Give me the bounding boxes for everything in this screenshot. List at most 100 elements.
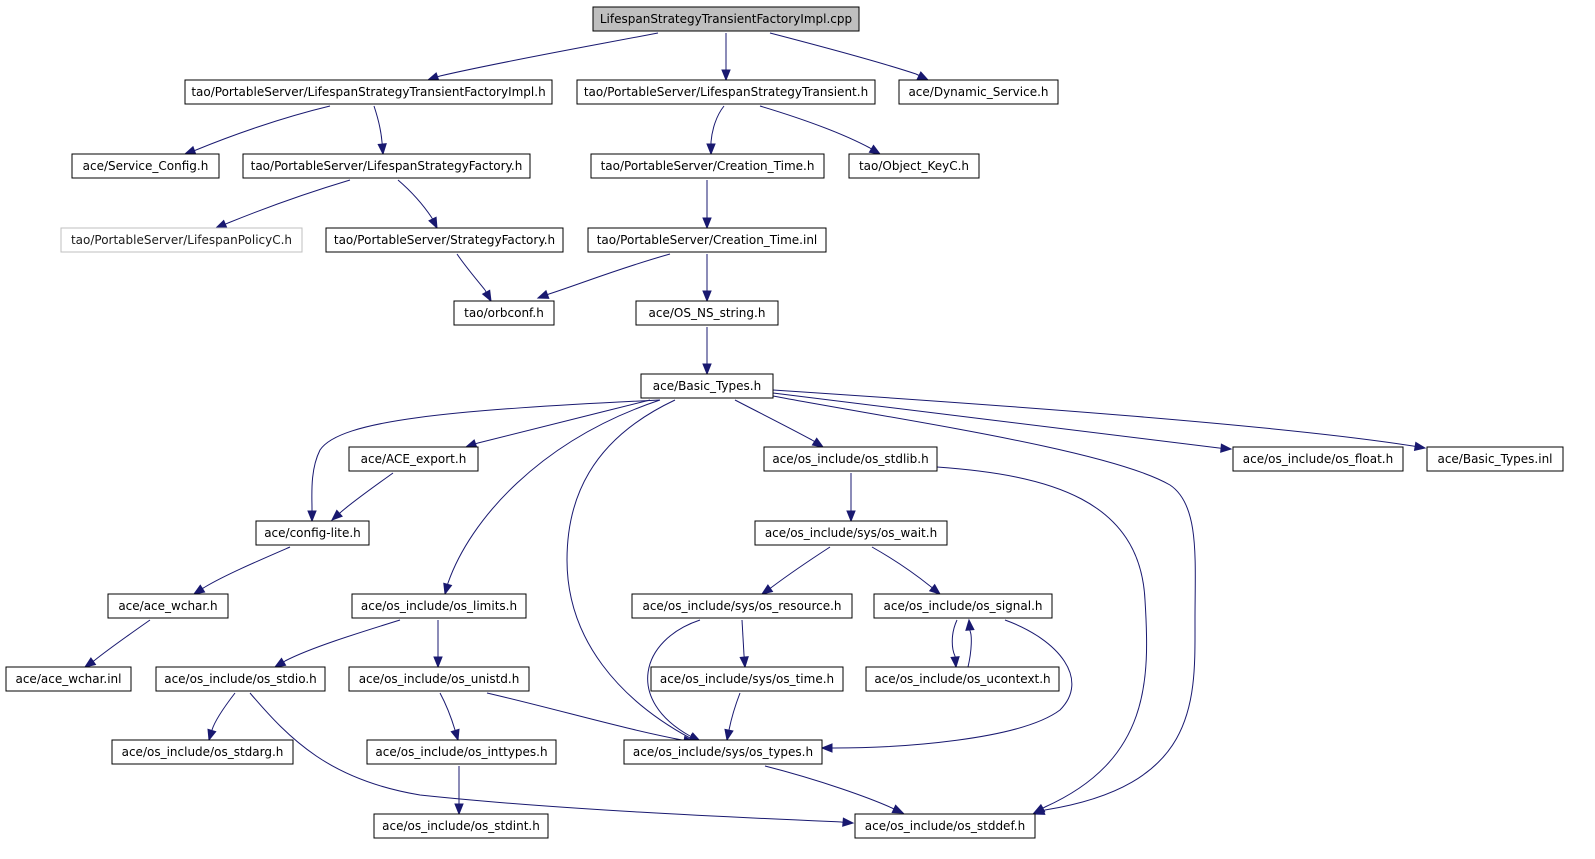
node-wcharinl[interactable]: ace/ace_wchar.inl (5, 666, 132, 692)
node-box (325, 227, 564, 253)
node-box (366, 739, 557, 765)
node-label: tao/PortableServer/LifespanPolicyC.h (71, 233, 292, 247)
edge-ct_inl-to-orbconf (536, 253, 671, 299)
node-box (184, 79, 553, 105)
node-lpc-h[interactable]: tao/PortableServer/LifespanPolicyC.h (60, 227, 303, 253)
arrowhead (481, 289, 492, 303)
node-lsf-h[interactable]: tao/PortableServer/LifespanStrategyFacto… (242, 153, 531, 179)
node-label: ace/config-lite.h (264, 526, 361, 540)
node-stddef[interactable]: ace/os_include/os_stddef.h (854, 813, 1036, 839)
node-stdlib[interactable]: ace/os_include/os_stdlib.h (763, 446, 938, 472)
node-box (873, 593, 1053, 619)
node-label: ace/Basic_Types.inl (1437, 452, 1552, 466)
node-label: ace/ace_wchar.h (118, 599, 217, 613)
node-types[interactable]: ace/os_include/sys/os_types.h (623, 739, 823, 765)
edge-unistd-to-types (486, 692, 696, 745)
node-box (865, 666, 1060, 692)
node-box (155, 666, 326, 692)
node-box (1232, 446, 1404, 472)
node-label: tao/PortableServer/LifespanStrategyFacto… (251, 159, 523, 173)
node-cfglite[interactable]: ace/config-lite.h (255, 520, 370, 546)
node-orbconf[interactable]: tao/orbconf.h (453, 300, 555, 326)
nodes-layer: LifespanStrategyTransientFactoryImpl.cpp… (5, 6, 1564, 839)
edge-sf_h-to-orbconf (456, 253, 492, 303)
node-btinl[interactable]: ace/Basic_Types.inl (1426, 446, 1564, 472)
node-limits[interactable]: ace/os_include/os_limits.h (351, 593, 527, 619)
node-osns[interactable]: ace/OS_NS_string.h (635, 300, 779, 326)
node-lst-h[interactable]: tao/PortableServer/LifespanStrategyTrans… (576, 79, 876, 105)
edge-wchar-to-wcharinl (83, 619, 151, 668)
node-wchar[interactable]: ace/ace_wchar.h (107, 593, 229, 619)
node-box (650, 666, 844, 692)
node-label: LifespanStrategyTransientFactoryImpl.cpp (600, 12, 852, 26)
edge-stdio-to-stdarg (207, 692, 236, 742)
arrowhead (1220, 443, 1233, 453)
node-label: ace/Service_Config.h (83, 159, 209, 173)
edge-lsf_h-to-sf_h (397, 179, 438, 230)
edge-lstfi_h-to-svc_cfg (183, 105, 331, 155)
arrowhead (1413, 441, 1427, 451)
node-lstfi-h[interactable]: tao/PortableServer/LifespanStrategyTrans… (184, 79, 553, 105)
arrowhead (702, 363, 712, 376)
arrowhead (330, 509, 343, 521)
arrowhead (702, 217, 712, 230)
node-label: tao/PortableServer/LifespanStrategyTrans… (191, 85, 545, 99)
arrowhead (760, 584, 774, 595)
node-label: ace/os_include/os_inttypes.h (375, 745, 547, 759)
edge-signal-to-ucontext (950, 619, 960, 669)
node-dyn-svc[interactable]: ace/Dynamic_Service.h (898, 79, 1059, 105)
node-signal[interactable]: ace/os_include/os_signal.h (873, 593, 1053, 619)
node-box (348, 666, 530, 692)
node-box (373, 813, 549, 839)
node-float[interactable]: ace/os_include/os_float.h (1232, 446, 1404, 472)
edge-lst_h-to-ct_h (706, 105, 725, 156)
node-ct-h[interactable]: tao/PortableServer/Creation_Time.h (590, 153, 825, 179)
node-svc-cfg[interactable]: ace/Service_Config.h (71, 153, 220, 179)
node-sf-h[interactable]: tao/PortableServer/StrategyFactory.h (325, 227, 564, 253)
arrowhead (207, 728, 217, 742)
edge-limits-to-unistd (433, 620, 443, 669)
arrowhead (950, 656, 960, 669)
node-stdint[interactable]: ace/os_include/os_stdint.h (373, 813, 549, 839)
edge-basic-to-float (772, 392, 1233, 453)
arrowhead (428, 216, 438, 230)
node-box (590, 153, 825, 179)
arrowhead (450, 728, 460, 742)
node-resource[interactable]: ace/os_include/sys/os_resource.h (631, 593, 853, 619)
node-stdio[interactable]: ace/os_include/os_stdio.h (155, 666, 326, 692)
node-box (348, 446, 479, 472)
arrowhead (183, 145, 197, 155)
node-aceexp[interactable]: ace/ACE_export.h (348, 446, 479, 472)
node-label: ace/os_include/os_float.h (1243, 452, 1393, 466)
node-root[interactable]: LifespanStrategyTransientFactoryImpl.cpp (592, 6, 860, 32)
arrowhead (307, 510, 317, 523)
arrowhead (377, 143, 387, 156)
node-label: ace/os_include/os_stddef.h (865, 819, 1025, 833)
arrowhead (842, 817, 855, 827)
node-ucontext[interactable]: ace/os_include/os_ucontext.h (865, 666, 1060, 692)
arrowhead (192, 584, 206, 595)
node-unistd[interactable]: ace/os_include/os_unistd.h (348, 666, 530, 692)
node-box (107, 593, 229, 619)
node-basic[interactable]: ace/Basic_Types.h (640, 373, 774, 399)
node-label: ace/os_include/sys/os_types.h (633, 745, 813, 759)
node-ct-inl[interactable]: tao/PortableServer/Creation_Time.inl (587, 227, 827, 253)
arrowhead (928, 583, 942, 595)
edge-stdlib-to-wait (846, 473, 856, 523)
node-wait[interactable]: ace/os_include/sys/os_wait.h (754, 520, 948, 546)
node-stdarg[interactable]: ace/os_include/os_stdarg.h (111, 739, 294, 765)
node-box (623, 739, 823, 765)
node-label: tao/Object_KeyC.h (859, 159, 969, 173)
node-inttypes[interactable]: ace/os_include/os_inttypes.h (366, 739, 557, 765)
node-time[interactable]: ace/os_include/sys/os_time.h (650, 666, 844, 692)
edge-lstfi_h-to-lsf_h (373, 105, 387, 156)
edge-stdio-to-stddef (249, 692, 855, 827)
node-box (60, 227, 303, 253)
node-objkey[interactable]: tao/Object_KeyC.h (848, 153, 980, 179)
edge-inttypes-to-stdint (454, 766, 464, 816)
arrowhead (739, 656, 749, 669)
edge-aceexp-to-cfglite (330, 472, 394, 521)
arrowhead (443, 582, 453, 596)
edge-limits-to-stdio (273, 619, 401, 668)
node-label: ace/os_include/sys/os_resource.h (642, 599, 841, 613)
